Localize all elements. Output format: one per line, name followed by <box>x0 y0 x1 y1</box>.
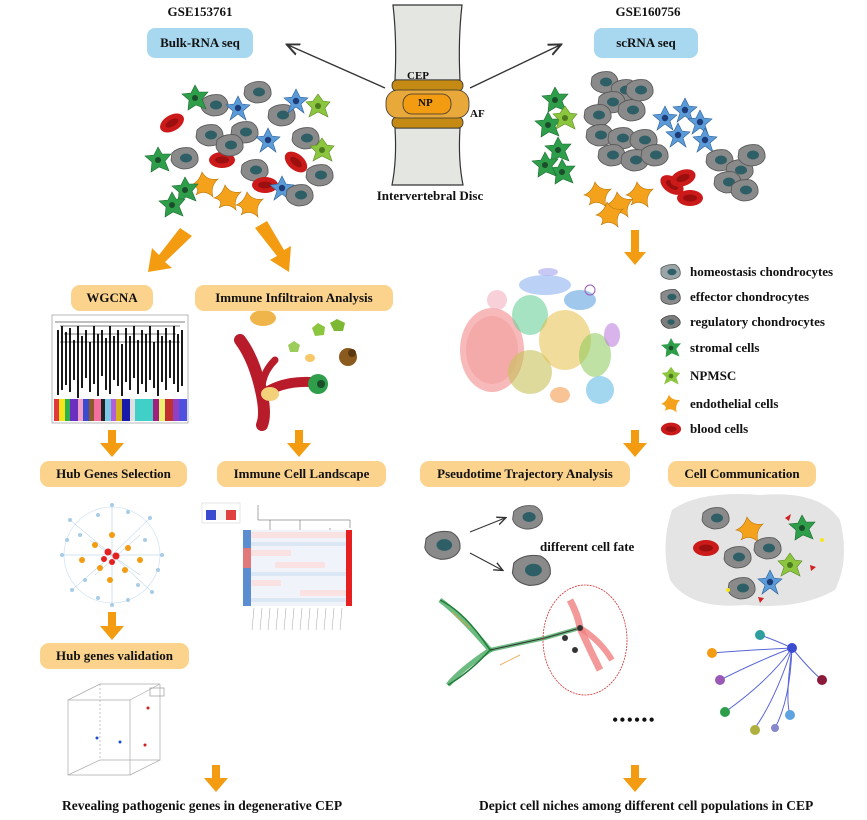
cell-communication-pill: Cell Communication <box>668 461 816 487</box>
scrna-seq-pill: scRNA seq <box>594 28 698 58</box>
cell-communication-network <box>707 630 827 735</box>
right-conclusion: Depict cell niches among different cell … <box>479 798 814 813</box>
npmsc-icon <box>661 366 681 385</box>
homeostasis-chondrocyte-icon <box>660 264 681 280</box>
hub-gene-network <box>60 503 164 607</box>
af-label: AF <box>470 108 485 120</box>
regulatory-chondrocyte-icon <box>660 315 681 329</box>
more-ellipsis: •••••• <box>612 710 656 730</box>
cell-communication-niche <box>665 494 844 606</box>
legend-label: blood cells <box>690 421 749 436</box>
hub-genes-validation-pill: Hub genes validation <box>40 643 189 669</box>
immune-heatmap <box>201 502 352 631</box>
bulk-rna-seq-pill: Bulk-RNA seq <box>147 28 253 58</box>
cell-fate-illustration <box>424 504 552 587</box>
legend-item-effector: effector chondrocytes <box>660 286 809 308</box>
stromal-cell-icon <box>661 338 681 358</box>
umap-cluster-plot <box>460 268 620 404</box>
legend-item-stromal: stromal cells <box>660 337 759 359</box>
wgcna-dendrogram <box>51 314 189 424</box>
left-accession: GSE153761 <box>167 4 233 19</box>
immune-infiltration-pill: Immune Infiltraion Analysis <box>195 285 393 311</box>
immune-infiltration-illustration <box>234 310 357 431</box>
legend-label: NPMSC <box>690 368 737 383</box>
effector-chondrocyte-icon <box>660 289 681 305</box>
cell-fate-label: different cell fate <box>540 539 635 554</box>
legend-item-homeostasis: homeostasis chondrocytes <box>660 261 833 283</box>
legend-item-npmsc: NPMSC <box>660 365 736 387</box>
left-conclusion: Revealing pathogenic genes in degenerati… <box>62 798 343 813</box>
wgcna-pill: WGCNA <box>71 285 153 311</box>
endothelial-cell-icon <box>661 394 681 413</box>
scrna-cell-groups <box>531 71 766 228</box>
np-label: NP <box>418 97 433 109</box>
legend-item-blood: blood cells <box>660 418 748 440</box>
legend-label: homeostasis chondrocytes <box>690 264 834 279</box>
hub-genes-selection-pill: Hub Genes Selection <box>40 461 187 487</box>
orange-flow-arrows <box>100 221 647 792</box>
pseudotime-trajectory <box>438 584 628 696</box>
cep-label: CEP <box>407 70 429 82</box>
legend-item-endothelial: endothelial cells <box>660 393 778 415</box>
right-accession: GSE160756 <box>615 4 681 19</box>
legend-item-regulatory: regulatory chondrocytes <box>660 311 825 333</box>
bulk-cell-cluster <box>144 81 335 218</box>
blood-cell-icon <box>660 422 682 436</box>
disc-caption: Intervertebral Disc <box>376 188 484 203</box>
legend-label: endothelial cells <box>690 396 779 411</box>
legend-label: effector chondrocytes <box>690 289 810 304</box>
intervertebral-disc-illustration <box>385 4 470 186</box>
legend-label: stromal cells <box>690 340 760 355</box>
immune-cell-landscape-pill: Immune Cell Landscape <box>217 461 386 487</box>
legend-label: regulatory chondrocytes <box>690 314 825 329</box>
pseudotime-pill: Pseudotime Trajectory Analysis <box>420 461 630 487</box>
hub-validation-3d-plot <box>67 683 165 776</box>
